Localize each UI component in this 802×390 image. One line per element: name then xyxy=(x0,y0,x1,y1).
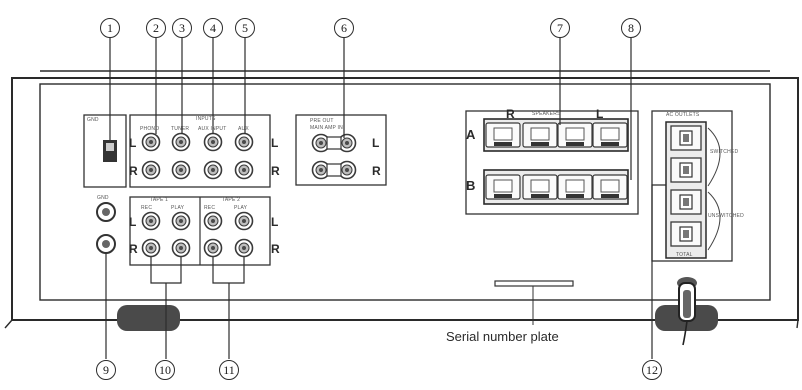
tape1-play-label: PLAY xyxy=(171,205,185,211)
speaker-group-a: A xyxy=(466,127,476,142)
gnd-switch-area xyxy=(83,114,127,188)
ac-outlets-label: AC OUTLETS xyxy=(666,112,700,118)
input-jacks xyxy=(141,132,254,180)
speaker-l-marker: L xyxy=(596,107,604,121)
preout-l-marker: L xyxy=(372,136,380,150)
chassis xyxy=(4,70,799,329)
serial-number-plate xyxy=(494,280,574,325)
callout-12: 12 xyxy=(642,360,662,380)
tape-right-r-marker: R xyxy=(271,242,280,256)
speaker-section xyxy=(465,110,639,215)
callout-6: 6 xyxy=(334,18,354,38)
callout-4: 4 xyxy=(203,18,223,38)
aux-input-label: AUX INPUT xyxy=(198,126,227,132)
main-amp-label: MAIN AMP IN xyxy=(310,125,343,131)
tape-right-l-marker: L xyxy=(271,215,279,229)
feet xyxy=(117,305,718,331)
leader-lines xyxy=(105,38,666,359)
speakers-label: SPEAKERS xyxy=(532,111,561,117)
inputs-label: INPUTS xyxy=(196,116,216,122)
speaker-group-b: B xyxy=(466,178,476,193)
callout-9: 9 xyxy=(96,360,116,380)
callout-3: 3 xyxy=(172,18,192,38)
callout-10: 10 xyxy=(155,360,175,380)
switched-label: SWITCHED xyxy=(710,149,739,155)
tape2-rec-label: REC xyxy=(204,205,216,211)
serial-number-label: Serial number plate xyxy=(446,329,559,344)
callout-7: 7 xyxy=(550,18,570,38)
tape1-rec-label: REC xyxy=(141,205,153,211)
preout-r-marker: R xyxy=(372,164,381,178)
callout-5: 5 xyxy=(235,18,255,38)
inputs-left-l-marker: L xyxy=(129,136,137,150)
callout-11: 11 xyxy=(219,360,239,380)
inputs-box xyxy=(129,114,271,188)
tape1-label: TAPE 1 xyxy=(150,197,169,203)
gnd-label: GND xyxy=(97,195,109,201)
tape2-label: TAPE 2 xyxy=(222,197,241,203)
inputs-right-l-marker: L xyxy=(271,136,279,150)
aux-label: AUX xyxy=(238,126,249,132)
speaker-r-marker: R xyxy=(506,107,515,121)
ac-outlet-section xyxy=(651,110,733,262)
phono-label: PHONO xyxy=(140,126,160,132)
tape-box xyxy=(129,196,271,266)
total-label: TOTAL xyxy=(676,252,693,258)
unswitched-label: UNSWITCHED xyxy=(708,213,744,219)
tape2-play-label: PLAY xyxy=(234,205,248,211)
callout-2: 2 xyxy=(146,18,166,38)
inputs-left-r-marker: R xyxy=(129,164,138,178)
tape-left-l-marker: L xyxy=(129,215,137,229)
tuner-label: TUNER xyxy=(171,126,190,132)
pre-out-label: PRE OUT xyxy=(310,118,334,124)
preout-box xyxy=(295,114,387,186)
callout-1: 1 xyxy=(100,18,120,38)
power-cord xyxy=(677,277,697,346)
tape-left-r-marker: R xyxy=(129,242,138,256)
gnd-posts xyxy=(96,202,116,254)
inputs-right-r-marker: R xyxy=(271,164,280,178)
gnd-switch-label: GND xyxy=(87,117,99,123)
callout-8: 8 xyxy=(621,18,641,38)
tape-jacks xyxy=(141,211,254,258)
